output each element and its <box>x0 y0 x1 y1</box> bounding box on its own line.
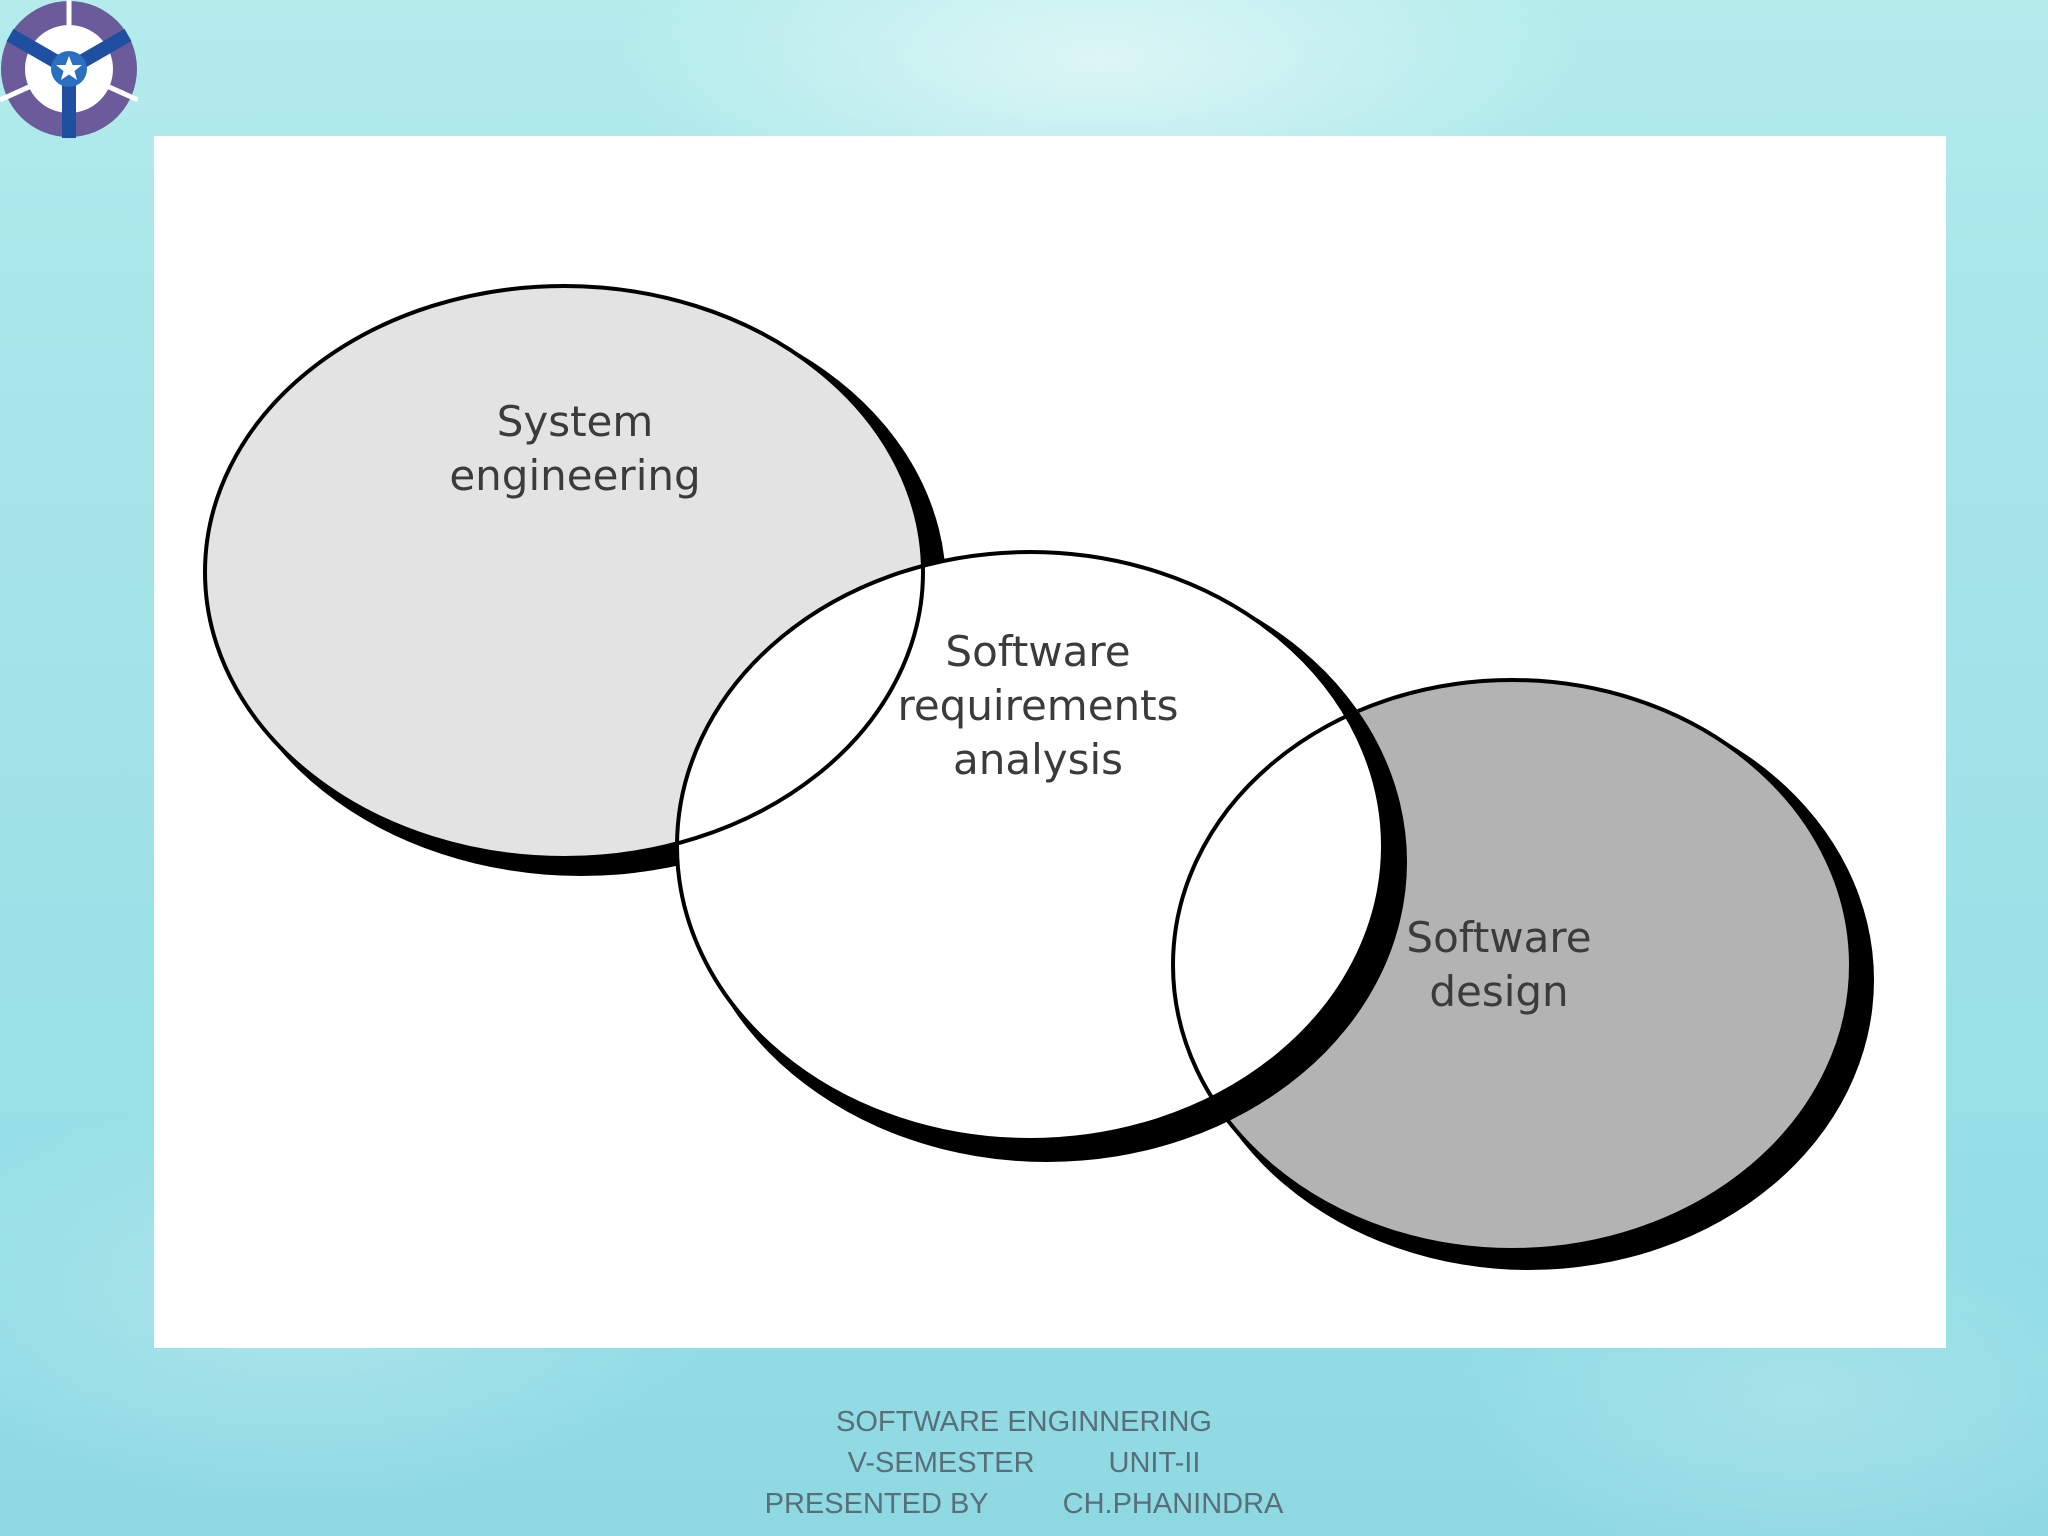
software-requirements-label-line2: requirements <box>897 681 1178 730</box>
presenter-name: CH.PHANINDRA <box>1062 1488 1284 1520</box>
software-requirements-analysis-circle <box>677 552 1407 1162</box>
presenter-line: PRESENTED BY CH.PHANINDRA <box>0 1484 2048 1525</box>
course-name: SOFTWARE ENGINNERING <box>836 1406 1212 1438</box>
institution-logo-icon <box>0 0 138 138</box>
system-engineering-label-line2: engineering <box>449 451 700 500</box>
software-requirements-label-line3: analysis <box>953 735 1123 784</box>
software-design-label-line1: Software <box>1406 913 1591 962</box>
system-engineering-outline <box>203 284 925 860</box>
unit: UNIT-II <box>1108 1447 1201 1479</box>
software-requirements-label-line1: Software <box>945 627 1130 676</box>
venn-diagram: System engineering Software requirements… <box>203 284 1874 1270</box>
presented-by-label: PRESENTED BY <box>764 1488 989 1520</box>
software-design-outline <box>1171 678 1853 1252</box>
software-requirements-analysis-outline <box>675 550 1385 1142</box>
semester: V-SEMESTER <box>847 1447 1035 1479</box>
slide-footer: SOFTWARE ENGINNERING V-SEMESTER UNIT-II P… <box>0 1402 2048 1525</box>
software-design-label-line2: design <box>1429 967 1568 1016</box>
venn-diagram-panel: System engineering Software requirements… <box>154 136 1946 1348</box>
system-engineering-label-line1: System <box>497 397 654 446</box>
semester-unit-line: V-SEMESTER UNIT-II <box>0 1443 2048 1484</box>
